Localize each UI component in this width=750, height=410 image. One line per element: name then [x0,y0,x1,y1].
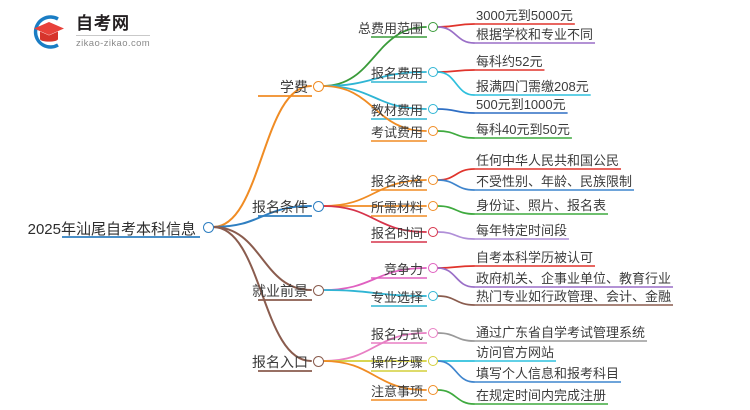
subnode-3-0-text: 报名方式 [370,327,423,342]
leaf-0-2-0-text: 500元到1000元 [476,97,566,112]
leaf-2-0-1-text: 政府机关、企事业单位、教育行业 [476,271,672,286]
subnode-1-0[interactable]: 报名资格 [371,171,423,191]
leaf-0-0-0[interactable]: 3000元到5000元 [476,5,573,25]
subnode-handle-3-2[interactable] [428,385,438,395]
subnode-0-2-text: 教材费用 [370,103,423,118]
branch-node-0-text: 学费 [280,79,308,95]
leaf-0-0-1[interactable]: 根据学校和专业不同 [476,24,593,44]
subnode-1-1[interactable]: 所需材料 [371,197,423,217]
leaf-1-1-0-text: 身份证、照片、报名表 [476,198,607,213]
leaf-0-3-0[interactable]: 每科40元到50元 [476,119,570,139]
branch-node-2-text: 就业前景 [252,283,308,299]
leaf-0-2-0[interactable]: 500元到1000元 [476,94,566,114]
leaf-1-0-0[interactable]: 任何中华人民共和国公民 [476,150,619,170]
leaf-0-1-0[interactable]: 每科约52元 [476,51,542,71]
branch-node-3[interactable]: 报名入口 [252,352,308,373]
branch-handle-2[interactable] [312,284,324,296]
subnode-0-2[interactable]: 教材费用 [371,100,423,120]
subnode-0-3-text: 考试费用 [370,125,423,140]
leaf-1-2-0-text: 每年特定时间段 [476,223,568,238]
leaf-2-0-1[interactable]: 政府机关、企事业单位、教育行业 [476,268,671,288]
subnode-1-0-text: 报名资格 [370,174,423,189]
leaf-0-0-0-text: 3000元到5000元 [476,8,573,23]
subnode-handle-0-0[interactable] [428,22,438,32]
leaf-3-0-0-text: 通过广东省自学考试管理系统 [476,325,646,340]
leaf-3-2-0[interactable]: 在规定时间内完成注册 [476,385,606,405]
leaf-3-1-1-text: 填写个人信息和报考科目 [476,366,620,381]
leaf-0-3-0-text: 每科40元到50元 [476,122,570,137]
graduation-cap-icon [28,12,70,52]
root-node-handle[interactable] [202,221,214,233]
branch-node-3-text: 报名入口 [252,354,308,370]
branch-handle-1[interactable] [312,200,324,212]
subnode-2-0-text: 竞争力 [383,262,423,277]
logo-title: 自考网 [76,15,151,37]
subnode-handle-1-2[interactable] [428,227,438,237]
branch-handle-3[interactable] [312,355,324,367]
subnode-0-0[interactable]: 总费用范围 [358,18,423,38]
leaf-3-1-0-text: 访问官方网站 [476,345,555,360]
subnode-0-1-text: 报名费用 [370,66,423,81]
branch-node-2[interactable]: 就业前景 [252,281,308,302]
subnode-handle-3-0[interactable] [428,328,438,338]
leaf-0-1-1[interactable]: 报满四门需缴208元 [476,76,589,96]
leaf-2-1-0[interactable]: 热门专业如行政管理、会计、金融 [476,286,671,306]
root-node-text: 2025年汕尾自考本科信息 [27,221,196,238]
subnode-handle-0-1[interactable] [428,67,438,77]
subnode-3-1-text: 操作步骤 [370,355,423,370]
subnode-handle-3-1[interactable] [428,356,438,366]
branch-node-1-text: 报名条件 [252,199,308,215]
subnode-2-1[interactable]: 专业选择 [371,287,423,307]
logo-subtitle: zikao-zikao.com [76,38,151,50]
leaf-3-1-1[interactable]: 填写个人信息和报考科目 [476,363,619,383]
leaf-2-0-0[interactable]: 自考本科学历被认可 [476,247,593,267]
subnode-handle-2-0[interactable] [428,263,438,273]
leaf-0-1-0-text: 每科约52元 [476,54,543,69]
leaf-0-0-1-text: 根据学校和专业不同 [476,27,594,42]
branch-node-1[interactable]: 报名条件 [252,197,308,218]
subnode-handle-1-1[interactable] [428,201,438,211]
subnode-2-0[interactable]: 竞争力 [384,259,423,279]
branch-handle-0[interactable] [312,80,324,92]
subnode-1-1-text: 所需材料 [370,200,423,215]
root-node[interactable]: 2025年汕尾自考本科信息 [28,218,196,240]
subnode-0-3[interactable]: 考试费用 [371,122,423,142]
subnode-0-0-text: 总费用范围 [357,21,423,36]
leaf-1-2-0[interactable]: 每年特定时间段 [476,220,567,240]
subnode-handle-0-2[interactable] [428,104,438,114]
leaf-0-1-1-text: 报满四门需缴208元 [476,79,589,94]
subnode-handle-1-0[interactable] [428,175,438,185]
subnode-3-1[interactable]: 操作步骤 [371,352,423,372]
subnode-3-2-text: 注意事项 [370,384,423,399]
branch-node-0[interactable]: 学费 [280,77,308,98]
subnode-3-0[interactable]: 报名方式 [371,324,423,344]
leaf-1-1-0[interactable]: 身份证、照片、报名表 [476,195,606,215]
subnode-1-2[interactable]: 报名时间 [371,223,423,243]
leaf-2-1-0-text: 热门专业如行政管理、会计、金融 [476,289,672,304]
subnode-handle-2-1[interactable] [428,291,438,301]
subnode-1-2-text: 报名时间 [370,226,423,241]
subnode-handle-0-3[interactable] [428,126,438,136]
leaf-3-1-0[interactable]: 访问官方网站 [476,342,554,362]
leaf-1-0-1[interactable]: 不受性别、年龄、民族限制 [476,171,632,191]
leaf-2-0-0-text: 自考本科学历被认可 [476,250,594,265]
subnode-3-2[interactable]: 注意事项 [371,381,423,401]
leaf-1-0-1-text: 不受性别、年龄、民族限制 [476,174,633,189]
subnode-2-1-text: 专业选择 [370,290,423,305]
leaf-3-2-0-text: 在规定时间内完成注册 [476,388,607,403]
site-logo: 自考网 zikao-zikao.com [28,12,151,52]
leaf-3-0-0[interactable]: 通过广东省自学考试管理系统 [476,322,645,342]
leaf-1-0-0-text: 任何中华人民共和国公民 [476,153,620,168]
subnode-0-1[interactable]: 报名费用 [371,63,423,83]
